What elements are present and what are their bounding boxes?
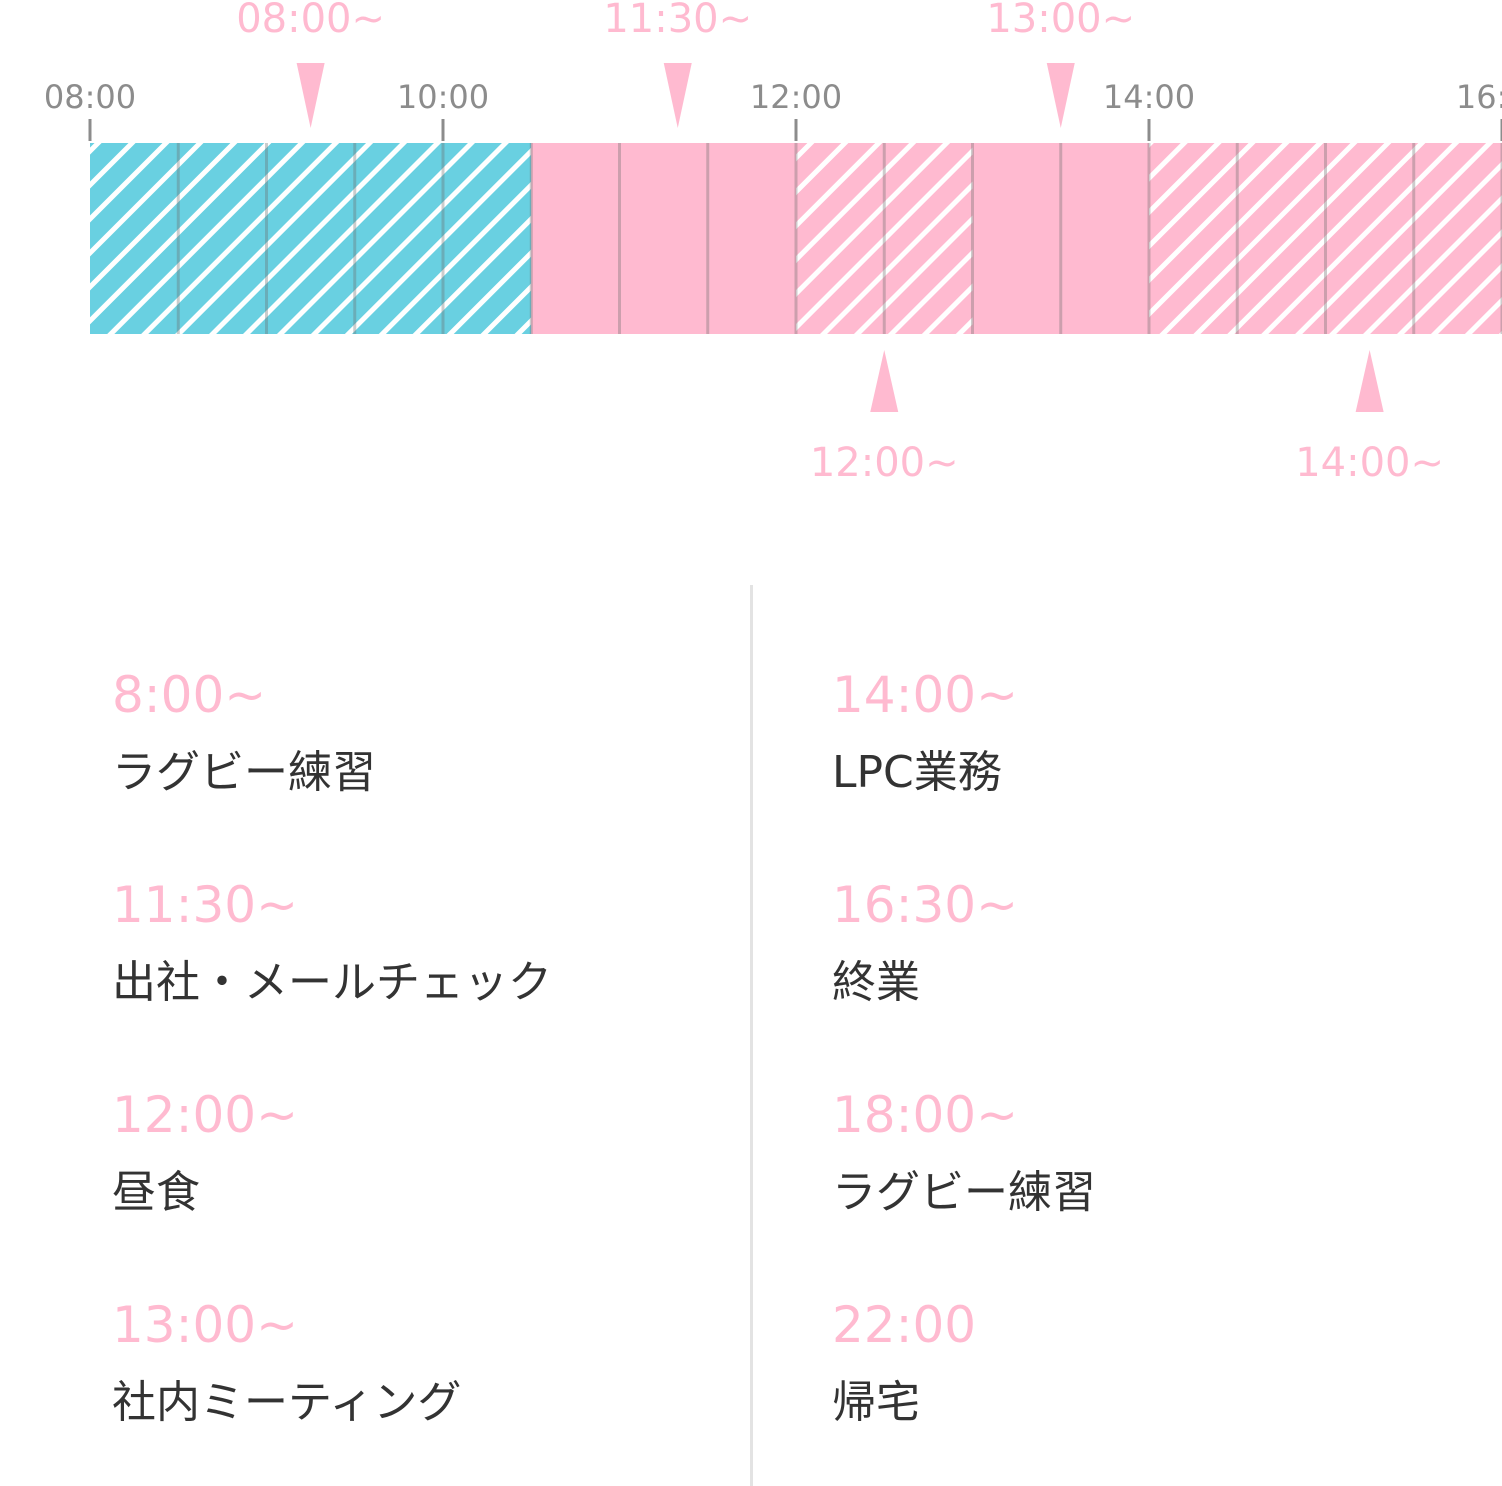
entry-activity: 帰宅 [832,1377,920,1428]
marker-label-bottom: 12:00~ [810,440,959,486]
schedule-entry: 11:30~ 出社・メールチェック [112,795,752,1008]
entry-time: 22:00 [832,1296,977,1354]
entry-activity: 社内ミーティング [112,1377,462,1428]
tick-label: 12:00 [750,78,842,116]
schedule-entry: 18:00~ ラグビー練習 [832,1005,1472,1218]
segment-work [531,143,796,334]
entry-activity: 出社・メールチェック [112,957,552,1008]
entry-activity: 終業 [832,957,920,1008]
entry-activity: ラグビー練習 [112,747,376,798]
tick-label: 08:00 [44,78,136,116]
entry-time: 18:00~ [832,1086,1018,1144]
marker-down-triangle [1046,63,1075,128]
entry-activity: ラグビー練習 [832,1167,1096,1218]
marker-label-top: 11:30~ [603,0,752,42]
segments-layer [90,143,1502,334]
entry-activity: LPC業務 [832,747,1002,798]
entry-time: 14:00~ [832,666,1018,724]
segment-stripes [1149,143,1502,334]
segment-stripes [796,143,973,334]
column-divider [750,585,753,1486]
entry-time: 8:00~ [112,666,267,724]
schedule-entry: 22:00 帰宅 [832,1215,1472,1428]
marker-down-triangle [663,63,692,128]
tick-label: 16:00 [1456,78,1502,116]
marker-label-top: 08:00~ [236,0,385,42]
schedule-entry: 13:00~ 社内ミーティング [112,1215,752,1428]
tick-label: 10:00 [397,78,489,116]
schedule-list: 8:00~ ラグビー練習 11:30~ 出社・メールチェック 12:00~ 昼食… [0,585,1502,1486]
entry-time: 12:00~ [112,1086,298,1144]
marker-up-triangle [1355,350,1384,412]
tick-label: 14:00 [1103,78,1195,116]
schedule-entry: 12:00~ 昼食 [112,1005,752,1218]
marker-label-bottom: 14:00~ [1295,440,1444,486]
schedule-entry: 14:00~ LPC業務 [832,585,1472,798]
marker-label-top: 13:00~ [986,0,1135,42]
schedule-entry: 16:30~ 終業 [832,795,1472,1008]
schedule-entry: 8:00~ ラグビー練習 [112,585,752,798]
marker-up-triangle [870,350,899,412]
segment-stripes [90,143,532,334]
entry-time: 13:00~ [112,1296,298,1354]
markers-layer: 08:00~11:30~13:00~16:30~22:0012:00~14:00… [236,0,1444,486]
gridlines-layer [176,143,1502,334]
marker-down-triangle [296,63,325,128]
entry-activity: 昼食 [112,1167,200,1218]
entry-time: 11:30~ [112,876,298,934]
segment-work [972,143,1149,334]
entry-time: 16:30~ [832,876,1018,934]
